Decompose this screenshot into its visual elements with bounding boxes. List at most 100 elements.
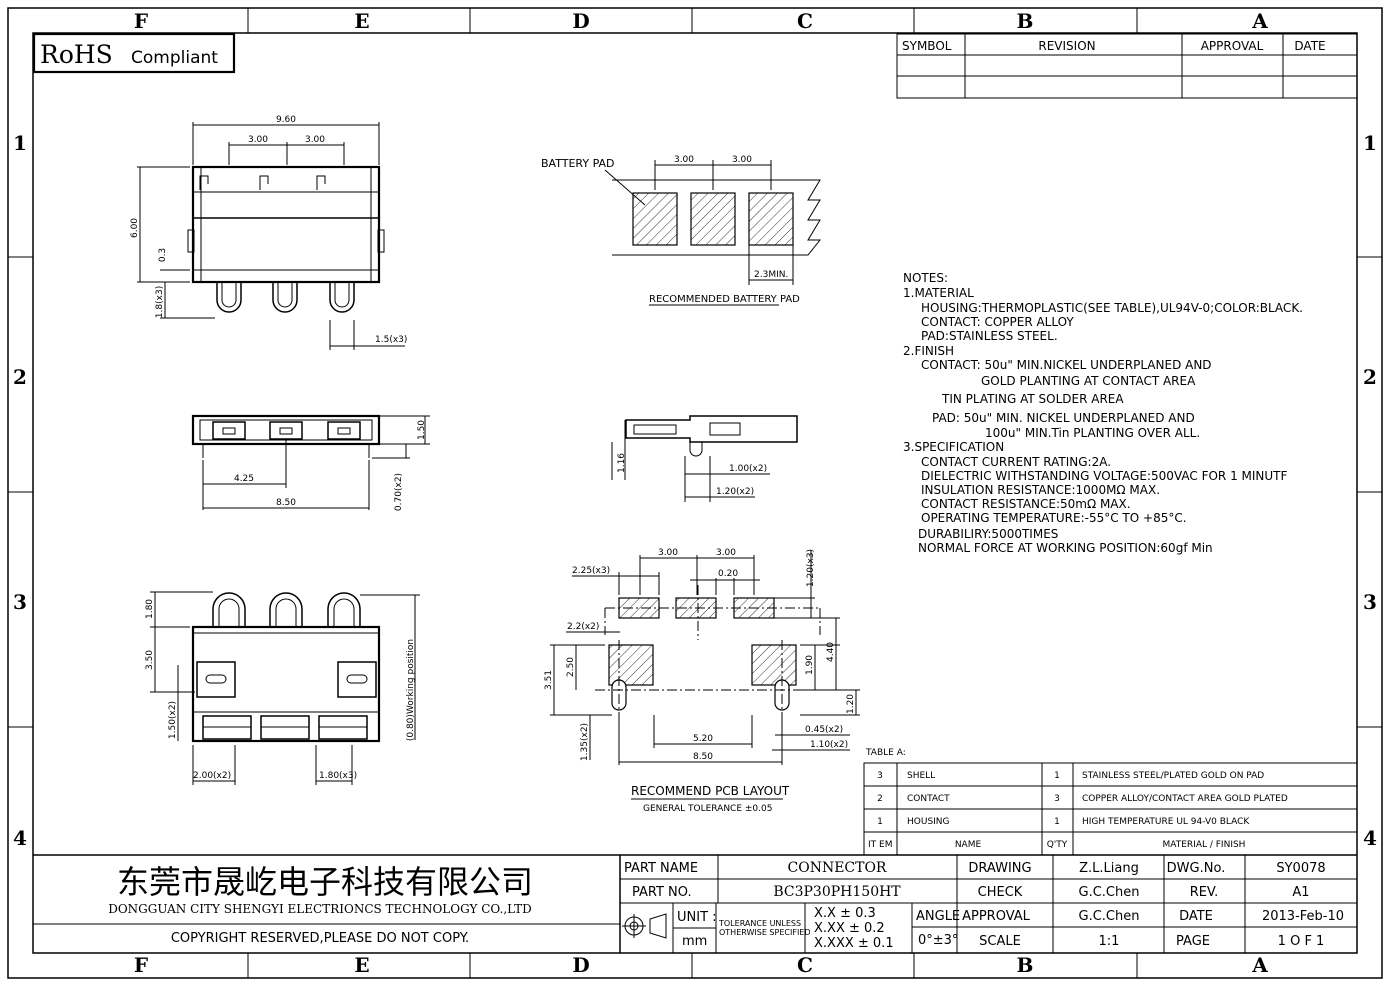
check-label: CHECK (978, 885, 1023, 900)
battery-pad-view: BATTERY PAD 3.00 3.00 2.3MIN. RECOMMENDE… (541, 155, 822, 306)
pcb-layout-label: RECOMMEND PCB LAYOUT (631, 784, 790, 798)
row-number: 3 (1363, 590, 1377, 614)
note-line: INSULATION RESISTANCE:1000MΩ MAX. (921, 483, 1160, 497)
column-letters-top: F E D C B A (134, 9, 1268, 33)
sheet-border (7, 7, 1383, 979)
drawing-label: DRAWING (968, 861, 1031, 876)
table-a-material: STAINLESS STEEL/PLATED GOLD ON PAD (1082, 771, 1264, 781)
note-line: OPERATING TEMPERATURE:-55°C TO +85°C. (921, 511, 1187, 525)
dim-label: 3.00 (248, 135, 268, 145)
title-block: 东莞市晟屹电子科技有限公司 DONGGUAN CITY SHENGYI ELEC… (33, 854, 1357, 953)
row-number: 2 (13, 365, 27, 389)
compliant-text: Compliant (131, 48, 218, 68)
dim-label: 1.80(x3) (319, 771, 357, 781)
tolerance-x: X.X ± 0.3 (814, 906, 876, 921)
dim-label: 8.50 (276, 498, 296, 508)
col-letter: C (797, 9, 813, 33)
dim-label: 3.00 (716, 548, 736, 558)
company-name-en: DONGGUAN CITY SHENGYI ELECTRIONCS TECHNO… (108, 902, 532, 916)
table-a: TABLE A: 3 SHELL 1 STAINLESS STEEL/PLATE… (863, 748, 1358, 856)
table-a-qty: 1 (1054, 817, 1060, 827)
table-a-header-material: MATERIAL / FINISH (1163, 840, 1246, 850)
row-number: 4 (13, 826, 27, 850)
row-number: 2 (1363, 365, 1377, 389)
tolerance-text-2: OTHERWISE SPECIFIED (719, 928, 811, 937)
rohs-text: RoHS (40, 40, 113, 69)
dim-label: 1.20(x3) (806, 549, 816, 587)
dim-label: (0.80)Working position (406, 639, 416, 741)
row-number: 1 (1363, 131, 1377, 155)
dim-label: 2.3MIN. (754, 270, 788, 280)
note-line: PAD: 50u" MIN. NICKEL UNDERPLANED AND (932, 411, 1195, 425)
note-line: CONTACT: COPPER ALLOY (921, 315, 1074, 329)
row-numbers-right: 1 2 3 4 (1363, 131, 1377, 850)
note-line: TIN PLATING AT SOLDER AREA (941, 392, 1124, 406)
dim-label: 0.20 (718, 569, 738, 579)
tolerance-xx: X.XX ± 0.2 (814, 921, 885, 936)
note-line: 1.MATERIAL (903, 286, 974, 300)
scale-label: SCALE (979, 934, 1021, 949)
dim-label: 1.5(x3) (375, 335, 407, 345)
row-number: 3 (13, 590, 27, 614)
dim-label: 2.50 (566, 657, 576, 677)
table-a-material: COPPER ALLOY/CONTACT AREA GOLD PLATED (1082, 794, 1288, 804)
dim-label: 1.00(x2) (729, 464, 767, 474)
dim-label: 0.3 (158, 248, 168, 262)
check-value: G.C.Chen (1079, 885, 1140, 900)
column-letters-bottom: F E D C B A (134, 953, 1268, 977)
dim-label: 6.00 (130, 218, 140, 238)
dim-label: 1.35(x2) (580, 723, 590, 761)
recommended-battery-pad-label: RECOMMENDED BATTERY PAD (649, 294, 800, 305)
dim-label: 3.00 (658, 548, 678, 558)
dim-label: 3.00 (674, 155, 694, 165)
dwg-no-value: SY0078 (1276, 861, 1325, 876)
dim-label: 8.50 (693, 752, 713, 762)
col-letter: F (134, 953, 148, 977)
table-a-item: 3 (877, 771, 883, 781)
col-letter: C (797, 953, 813, 977)
dim-label: 3.00 (732, 155, 752, 165)
approval-label: APPROVAL (962, 909, 1031, 924)
unit-label: UNIT : (677, 910, 717, 925)
dim-label: 0.70(x2) (394, 473, 404, 511)
dim-label: 3.51 (544, 670, 554, 690)
note-line: CONTACT: 50u" MIN.NICKEL UNDERPLANED AND (921, 358, 1212, 372)
general-tolerance-label: GENERAL TOLERANCE ±0.05 (643, 804, 772, 814)
rev-header-revision: REVISION (1038, 39, 1095, 53)
company-name-cn: 东莞市晟屹电子科技有限公司 (117, 863, 533, 901)
dim-label: 1.20 (846, 694, 856, 714)
row-numbers-left: 1 2 3 4 (13, 131, 27, 850)
revision-table: SYMBOL REVISION APPROVAL DATE (896, 33, 1358, 99)
table-a-name: SHELL (907, 771, 935, 781)
note-line: 2.FINISH (903, 344, 954, 358)
col-letter: B (1017, 953, 1034, 977)
dim-label: 1.16 (617, 453, 627, 473)
dim-label: 4.25 (234, 474, 254, 484)
rev-header-approval: APPROVAL (1201, 39, 1264, 53)
pcb-layout-view: 3.00 3.00 2.25(x3) 0.20 1.20(x3) 2.2(x2)… (544, 548, 860, 814)
note-line: HOUSING:THERMOPLASTIC(SEE TABLE),UL94V-0… (921, 301, 1303, 315)
dim-label: 1.50(x2) (168, 701, 178, 739)
row-number: 4 (1363, 826, 1377, 850)
date-value: 2013-Feb-10 (1262, 909, 1344, 924)
projection-symbol-icon (622, 913, 667, 939)
angle-value: 0°±3° (918, 933, 958, 948)
dim-label: 9.60 (276, 115, 296, 125)
copyright-text: COPYRIGHT RESERVED,PLEASE DO NOT COPY. (171, 931, 469, 946)
unit-value: mm (682, 934, 707, 949)
scale-value: 1:1 (1099, 934, 1120, 949)
side-view: 1.16 1.00(x2) 1.20(x2) (611, 415, 798, 502)
dim-label: 2.25(x3) (572, 566, 610, 576)
table-a-title: TABLE A: (865, 748, 906, 758)
col-letter: D (572, 9, 589, 33)
col-letter: D (572, 953, 589, 977)
rev-value: A1 (1292, 885, 1309, 900)
part-no-label: PART NO. (632, 885, 692, 900)
col-letter: A (1251, 9, 1268, 33)
col-letter: E (354, 9, 369, 33)
angle-label: ANGLE (916, 909, 960, 924)
rev-label: REV. (1190, 885, 1219, 900)
table-a-header-name: NAME (955, 840, 982, 850)
drawing-value: Z.L.Liang (1079, 861, 1139, 876)
